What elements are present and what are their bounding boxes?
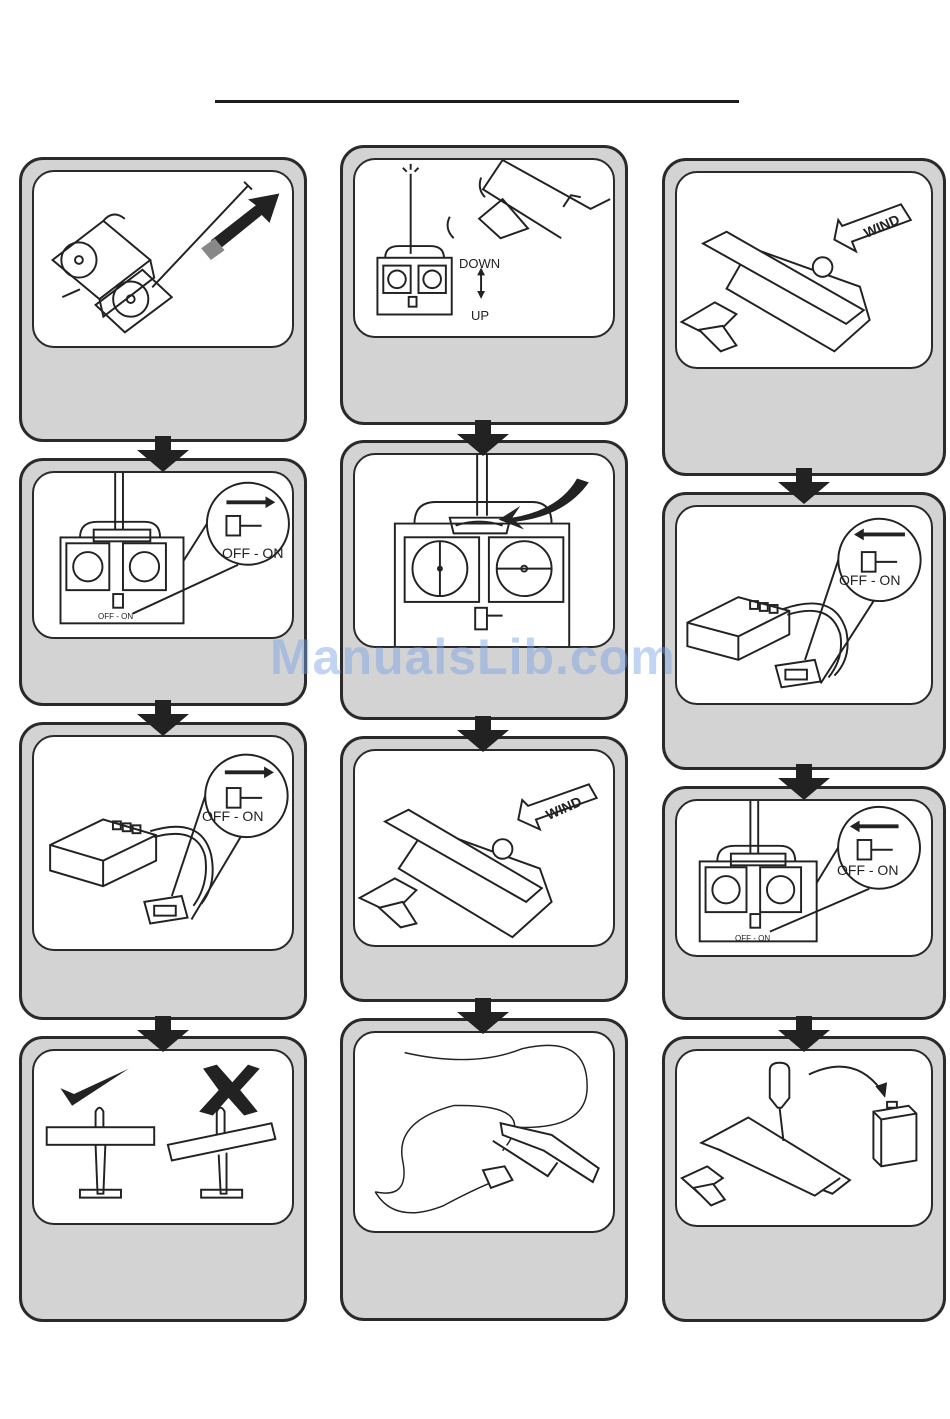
drain-fuel-illustration bbox=[677, 1051, 931, 1225]
down-arrow-icon bbox=[137, 436, 189, 472]
step-illustration: OFF - ON OFF - ON bbox=[675, 799, 933, 957]
down-arrow-icon bbox=[137, 700, 189, 736]
step-illustration: WIND bbox=[353, 749, 615, 947]
receiver-switch-off-illustration bbox=[677, 507, 931, 703]
down-arrow-icon bbox=[457, 420, 509, 456]
step-panel-launch-into-wind: WIND bbox=[340, 736, 628, 1002]
transmitter-switch-off-illustration bbox=[677, 801, 931, 955]
down-arrow-icon bbox=[778, 1016, 830, 1052]
watermark: ManualsLib.com bbox=[270, 628, 676, 686]
land-into-wind-illustration bbox=[677, 173, 931, 367]
step-panel-flight-pattern bbox=[340, 1018, 628, 1321]
step-panel-receiver-switch-off: OFF - ON bbox=[662, 492, 946, 770]
step-illustration: DOWN UP bbox=[353, 158, 615, 338]
down-arrow-icon bbox=[778, 468, 830, 504]
step-illustration bbox=[32, 170, 294, 348]
switch-label-large: OFF - ON bbox=[839, 573, 900, 587]
receiver-switch-illustration bbox=[34, 737, 292, 949]
step-illustration bbox=[353, 453, 615, 648]
step-panel-wing-alignment bbox=[19, 1036, 307, 1322]
switch-label-large: OFF - ON bbox=[222, 546, 283, 560]
step-illustration bbox=[32, 1049, 294, 1225]
down-arrow-icon bbox=[137, 1016, 189, 1052]
switch-label-large: OFF - ON bbox=[837, 863, 898, 877]
down-label: DOWN bbox=[459, 257, 500, 270]
wing-alignment-illustration bbox=[34, 1051, 292, 1223]
step-panel-land-into-wind: WIND bbox=[662, 158, 946, 476]
transmitter-antenna-illustration bbox=[34, 172, 292, 346]
step-illustration: OFF - ON bbox=[32, 735, 294, 951]
step-panel-elevator-check: DOWN UP bbox=[340, 145, 628, 425]
launch-into-wind-illustration bbox=[355, 751, 613, 945]
step-panel-transmitter-switch: OFF - ON OFF - ON bbox=[19, 458, 307, 706]
flight-pattern-illustration bbox=[355, 1033, 613, 1231]
switch-label-small: OFF - ON bbox=[98, 613, 133, 621]
step-illustration: OFF - ON bbox=[675, 505, 933, 705]
trim-check-illustration bbox=[355, 455, 613, 646]
step-illustration: WIND bbox=[675, 171, 933, 369]
switch-label-small: OFF - ON bbox=[735, 935, 770, 943]
check-icon bbox=[60, 1069, 128, 1106]
down-arrow-icon bbox=[778, 764, 830, 800]
title-rule bbox=[215, 100, 739, 103]
step-panel-receiver-switch: OFF - ON bbox=[19, 722, 307, 1020]
step-illustration bbox=[675, 1049, 933, 1227]
up-label: UP bbox=[471, 309, 489, 322]
cross-icon bbox=[199, 1065, 260, 1116]
step-panel-extend-antenna bbox=[19, 157, 307, 442]
step-illustration bbox=[353, 1031, 615, 1233]
down-arrow-icon bbox=[457, 716, 509, 752]
step-panel-transmitter-switch-off: OFF - ON OFF - ON bbox=[662, 786, 946, 1020]
step-panel-drain-fuel bbox=[662, 1036, 946, 1322]
step-illustration: OFF - ON OFF - ON bbox=[32, 471, 294, 639]
switch-label-large: OFF - ON bbox=[202, 809, 263, 823]
down-arrow-icon bbox=[457, 998, 509, 1034]
